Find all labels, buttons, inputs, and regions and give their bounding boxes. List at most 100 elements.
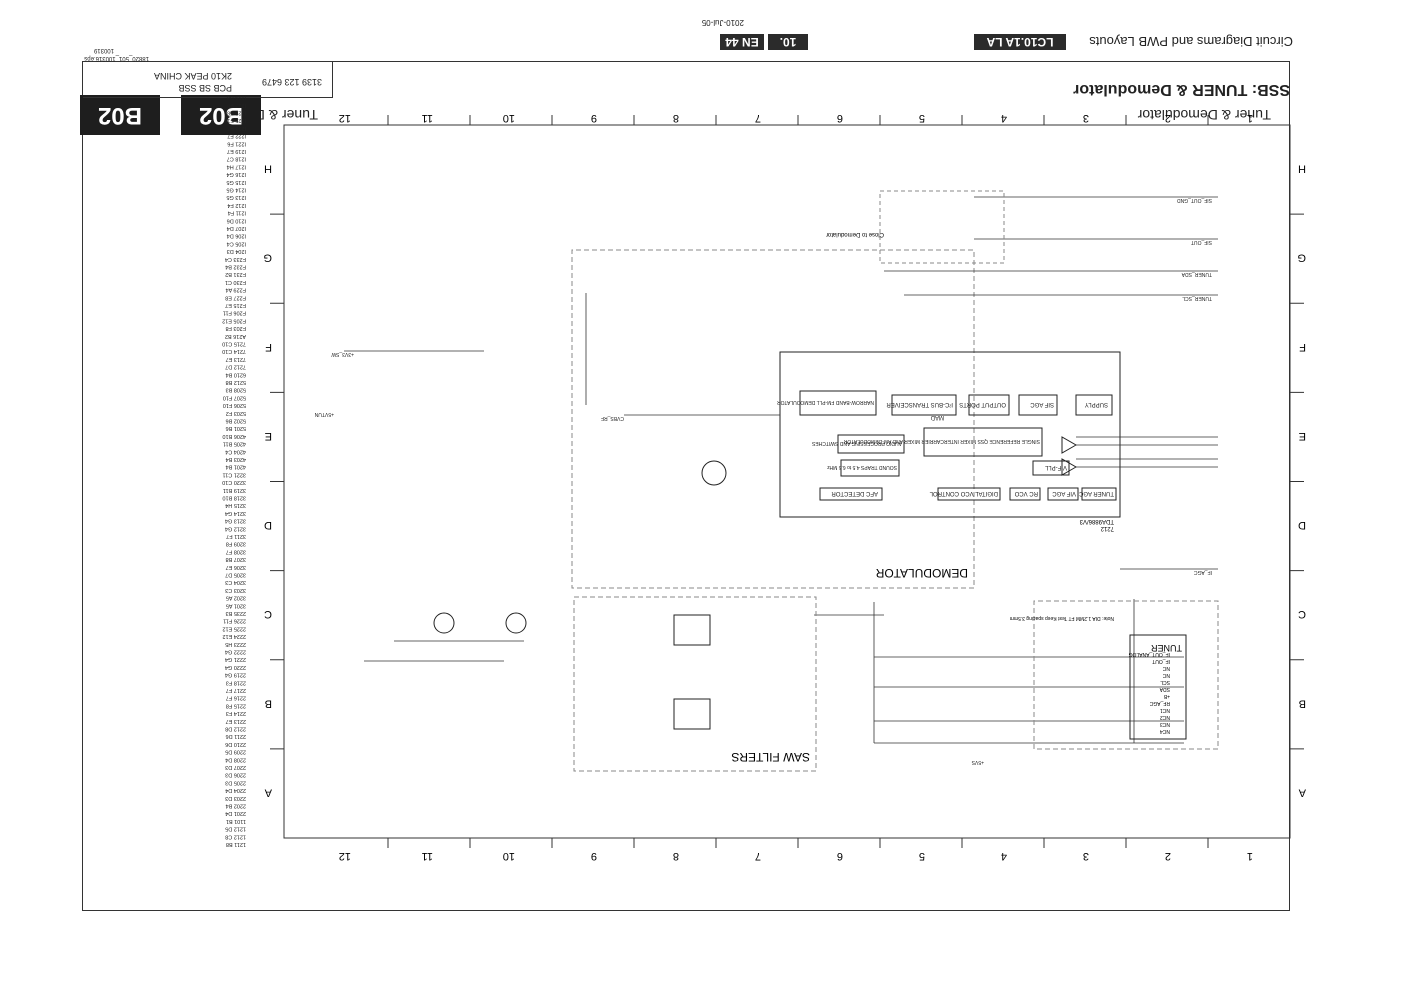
ref-index-entry: F203 F8 [226, 325, 246, 331]
func-vco-ctrl [937, 487, 1001, 501]
ref-index-entry: 2219 G4 [225, 672, 246, 678]
func-mad-label: MAD [930, 414, 944, 420]
tuner-body [1129, 634, 1187, 740]
grid-col-label: 10 [503, 850, 515, 862]
ref-index-entry: 5208 B3 [226, 387, 247, 393]
ref-index-entry: 3221 C11 [223, 471, 246, 477]
ref-index-entry: 2212 D8 [225, 726, 246, 732]
vif-amplifier [1061, 458, 1078, 476]
ref-index-entry: 2218 F3 [226, 679, 246, 685]
net-3v3: +3V3_SW [331, 351, 354, 357]
ref-index-entry: 2213 E7 [226, 718, 247, 724]
saw-label: SAW FILTERS [731, 750, 810, 764]
ref-index-entry: F233 C4 [225, 256, 246, 262]
ref-index-entry: 2216 F7 [226, 695, 246, 701]
grid-col-label: 11 [422, 850, 433, 862]
ref-index-entry: 5203 F2 [226, 410, 246, 416]
ref-index-entry: I219 E7 [227, 148, 246, 154]
net-if-agc: IF_AGC [1194, 569, 1212, 575]
ref-index-entry: 2214 F3 [226, 710, 246, 716]
ref-index-entry: I207 D4 [227, 225, 246, 231]
ref-index-entry: 3202 A5 [226, 595, 246, 601]
ref-index-entry: 5206 F10 [223, 402, 246, 408]
ref-index-entry: 3219 B11 [223, 487, 246, 493]
ref-index-entry: 3220 C10 [222, 479, 246, 485]
ref-index-entry: 3205 D7 [225, 572, 246, 578]
tuner-note: Note: DIA 1.2MM FT Test Keep spacing 3.5… [1010, 615, 1114, 621]
ref-index-entry: 7212 D7 [225, 364, 246, 370]
saw-filter-7211 [673, 698, 711, 730]
ref-index-entry: 3215 H4 [225, 502, 246, 508]
demodulator-region [571, 249, 975, 589]
grid-col-label: 6 [837, 850, 843, 862]
ref-index-entry: 2210 D6 [225, 741, 246, 747]
grid-row-label: F [265, 341, 272, 353]
tuner-pin-label: IF_OUT_ANALOG [1128, 651, 1170, 657]
ref-index-entry: I204 D3 [227, 248, 246, 254]
demodulator-label: DEMODULATOR [875, 566, 968, 580]
func-sif-agc [1018, 394, 1058, 416]
net-tuner-scl: TUNER_SCL [1182, 295, 1212, 301]
grid-col-label: 5 [919, 112, 925, 124]
ref-index-entry: F227 E8 [225, 294, 246, 300]
ref-index-entry: F232 B4 [225, 264, 246, 270]
grid-col-label: 7 [755, 112, 761, 124]
ref-index-entry: 3207 B8 [226, 556, 247, 562]
grid-col-label: 1 [1247, 112, 1253, 124]
ref-index-entry: 4201 B4 [226, 464, 247, 470]
ref-index-entry: 3209 F8 [226, 541, 246, 547]
ref-index-entry: 3211 F7 [226, 533, 246, 539]
ref-index-entry: 2222 G4 [225, 649, 246, 655]
func-i2c [891, 394, 957, 416]
ref-index-entry: I225 F10 [224, 117, 246, 123]
grid-row-label: G [1297, 252, 1306, 264]
ref-index-entry: 3208 F7 [226, 548, 246, 554]
grid-col-label: 8 [673, 112, 679, 124]
net-sif-out: SIF_OUT [1191, 239, 1212, 245]
ref-index-entry: I211 F4 [228, 210, 246, 216]
net-tuner-sda: TUNER_SDA [1181, 271, 1212, 277]
func-vif-pll-label: VIF-PLL [1044, 464, 1067, 470]
grid-row-label: D [264, 519, 272, 531]
func-supply [1075, 394, 1113, 416]
grid-row-label: C [1298, 608, 1306, 620]
func-tuner-agc-label: TUNER AGC [1078, 490, 1114, 496]
grid-col-label: 10 [503, 112, 515, 124]
func-rc-vco-label: RC VCO [1014, 490, 1038, 496]
ref-index-entry: 3201 A5 [226, 602, 246, 608]
grid-col-label: 4 [1001, 850, 1007, 862]
grid-col-label: 9 [591, 112, 597, 124]
func-mixer-label: SINGLE REFERENCE QSS MIXER INTERCARRIER … [843, 438, 1040, 444]
ref-index-entry: I229 D8 [227, 94, 246, 100]
grid-col-label: 9 [591, 850, 597, 862]
ref-index-entry: 1212 D5 [225, 826, 246, 832]
ref-index-entry: I221 F6 [227, 140, 246, 146]
ref-index-entry: 2221 G4 [225, 656, 246, 662]
func-traps [840, 459, 900, 477]
ref-index-entry: F230 C1 [225, 279, 246, 285]
tuner-pin-label: RF_AGC [1149, 700, 1170, 706]
ref-index-entry: 6210 B4 [226, 371, 247, 377]
ref-index-entry: F206 F11 [223, 310, 246, 316]
func-audio [837, 434, 905, 454]
tuner-pin-label: NC2 [1160, 714, 1170, 720]
ref-index-entry: 5201 B6 [226, 425, 247, 431]
grid-row-label: H [264, 163, 272, 175]
grid-row-label: G [263, 252, 272, 264]
ref-index-entry: 2201 D4 [225, 810, 246, 816]
func-output-ports [968, 394, 1010, 416]
ref-index-entry: F205 E12 [222, 317, 246, 323]
ref-index-entry: 2224 E12 [222, 633, 246, 639]
transistor-7214 [505, 612, 527, 634]
ref-index-entry: F229 A4 [226, 287, 247, 293]
ref-index-entry: 2208 D4 [225, 756, 246, 762]
grid-row-label: D [1298, 519, 1306, 531]
ref-index-entry: I227 E8 [227, 102, 246, 108]
wires [344, 196, 1218, 744]
ref-index-entry: 7213 E7 [226, 356, 247, 362]
grid-row-label: E [265, 430, 272, 442]
ref-index-entry: 4206 B10 [222, 433, 246, 439]
ref-index-entry: I226 E8 [227, 110, 246, 116]
grid-col-label: 3 [1083, 112, 1089, 124]
